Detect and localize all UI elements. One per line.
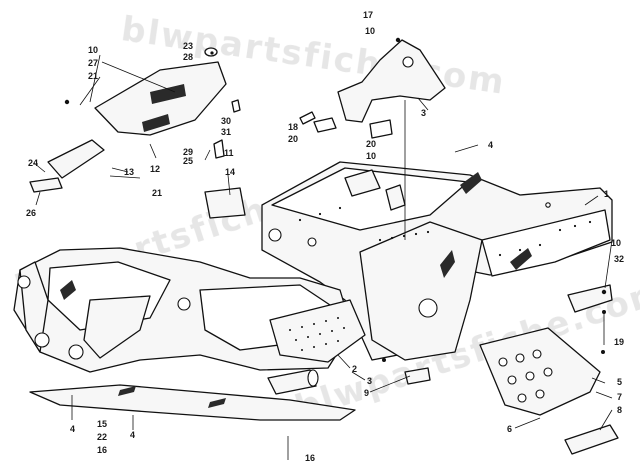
- callout-13: 13: [124, 167, 134, 177]
- callout-10-support: 10: [366, 151, 376, 161]
- callout-16-left: 16: [97, 445, 107, 455]
- callout-3-lower: 3: [367, 376, 372, 386]
- callout-20-right: 20: [366, 139, 376, 149]
- callout-4-mid: 4: [130, 430, 135, 440]
- callout-19: 19: [614, 337, 624, 347]
- callout-1: 1: [604, 189, 609, 199]
- callout-23: 23: [183, 41, 193, 51]
- callout-labels: 1 2 3 3 4 4 4 5 6 7 8 9 10 10 10 10 11 1…: [26, 10, 624, 463]
- callout-18: 18: [288, 122, 298, 132]
- callout-4-left: 4: [70, 424, 75, 434]
- callout-8: 8: [617, 405, 622, 415]
- callout-15: 15: [97, 419, 107, 429]
- callout-2: 2: [352, 364, 357, 374]
- callout-6: 6: [507, 424, 512, 434]
- callout-20-left: 20: [288, 134, 298, 144]
- callout-30: 30: [221, 116, 231, 126]
- brackets: [29, 139, 246, 219]
- callout-25: 25: [183, 156, 193, 166]
- callout-10-footrest: 10: [611, 238, 621, 248]
- callout-28: 28: [183, 52, 193, 62]
- main-chassis-frame: [261, 161, 613, 385]
- console-dash: [94, 47, 227, 136]
- front-bulkhead: [13, 247, 366, 395]
- belly-pan: [29, 384, 356, 421]
- callout-3-upper: 3: [421, 108, 426, 118]
- callout-26: 26: [26, 208, 36, 218]
- callout-10-steering: 10: [365, 26, 375, 36]
- callout-32: 32: [614, 254, 624, 264]
- callout-22: 22: [97, 432, 107, 442]
- callout-16-bottom: 16: [305, 453, 315, 463]
- hardware-fasteners: [64, 37, 607, 460]
- callout-14: 14: [225, 167, 235, 177]
- callout-12: 12: [150, 164, 160, 174]
- callout-9: 9: [364, 388, 369, 398]
- steering-support: [313, 39, 446, 240]
- leader-lines: [33, 54, 613, 431]
- callout-5: 5: [617, 377, 622, 387]
- callout-21-lower: 21: [152, 188, 162, 198]
- callout-7: 7: [617, 392, 622, 402]
- callout-10-console: 10: [88, 45, 98, 55]
- callout-17: 17: [363, 10, 373, 20]
- callout-31: 31: [221, 127, 231, 137]
- footrest-assembly: [479, 284, 619, 455]
- callout-24: 24: [28, 158, 38, 168]
- callout-27: 27: [88, 58, 98, 68]
- callout-21-upper: 21: [88, 71, 98, 81]
- callout-11: 11: [224, 148, 234, 158]
- callout-29: 29: [183, 147, 193, 157]
- callout-4-upper: 4: [488, 140, 493, 150]
